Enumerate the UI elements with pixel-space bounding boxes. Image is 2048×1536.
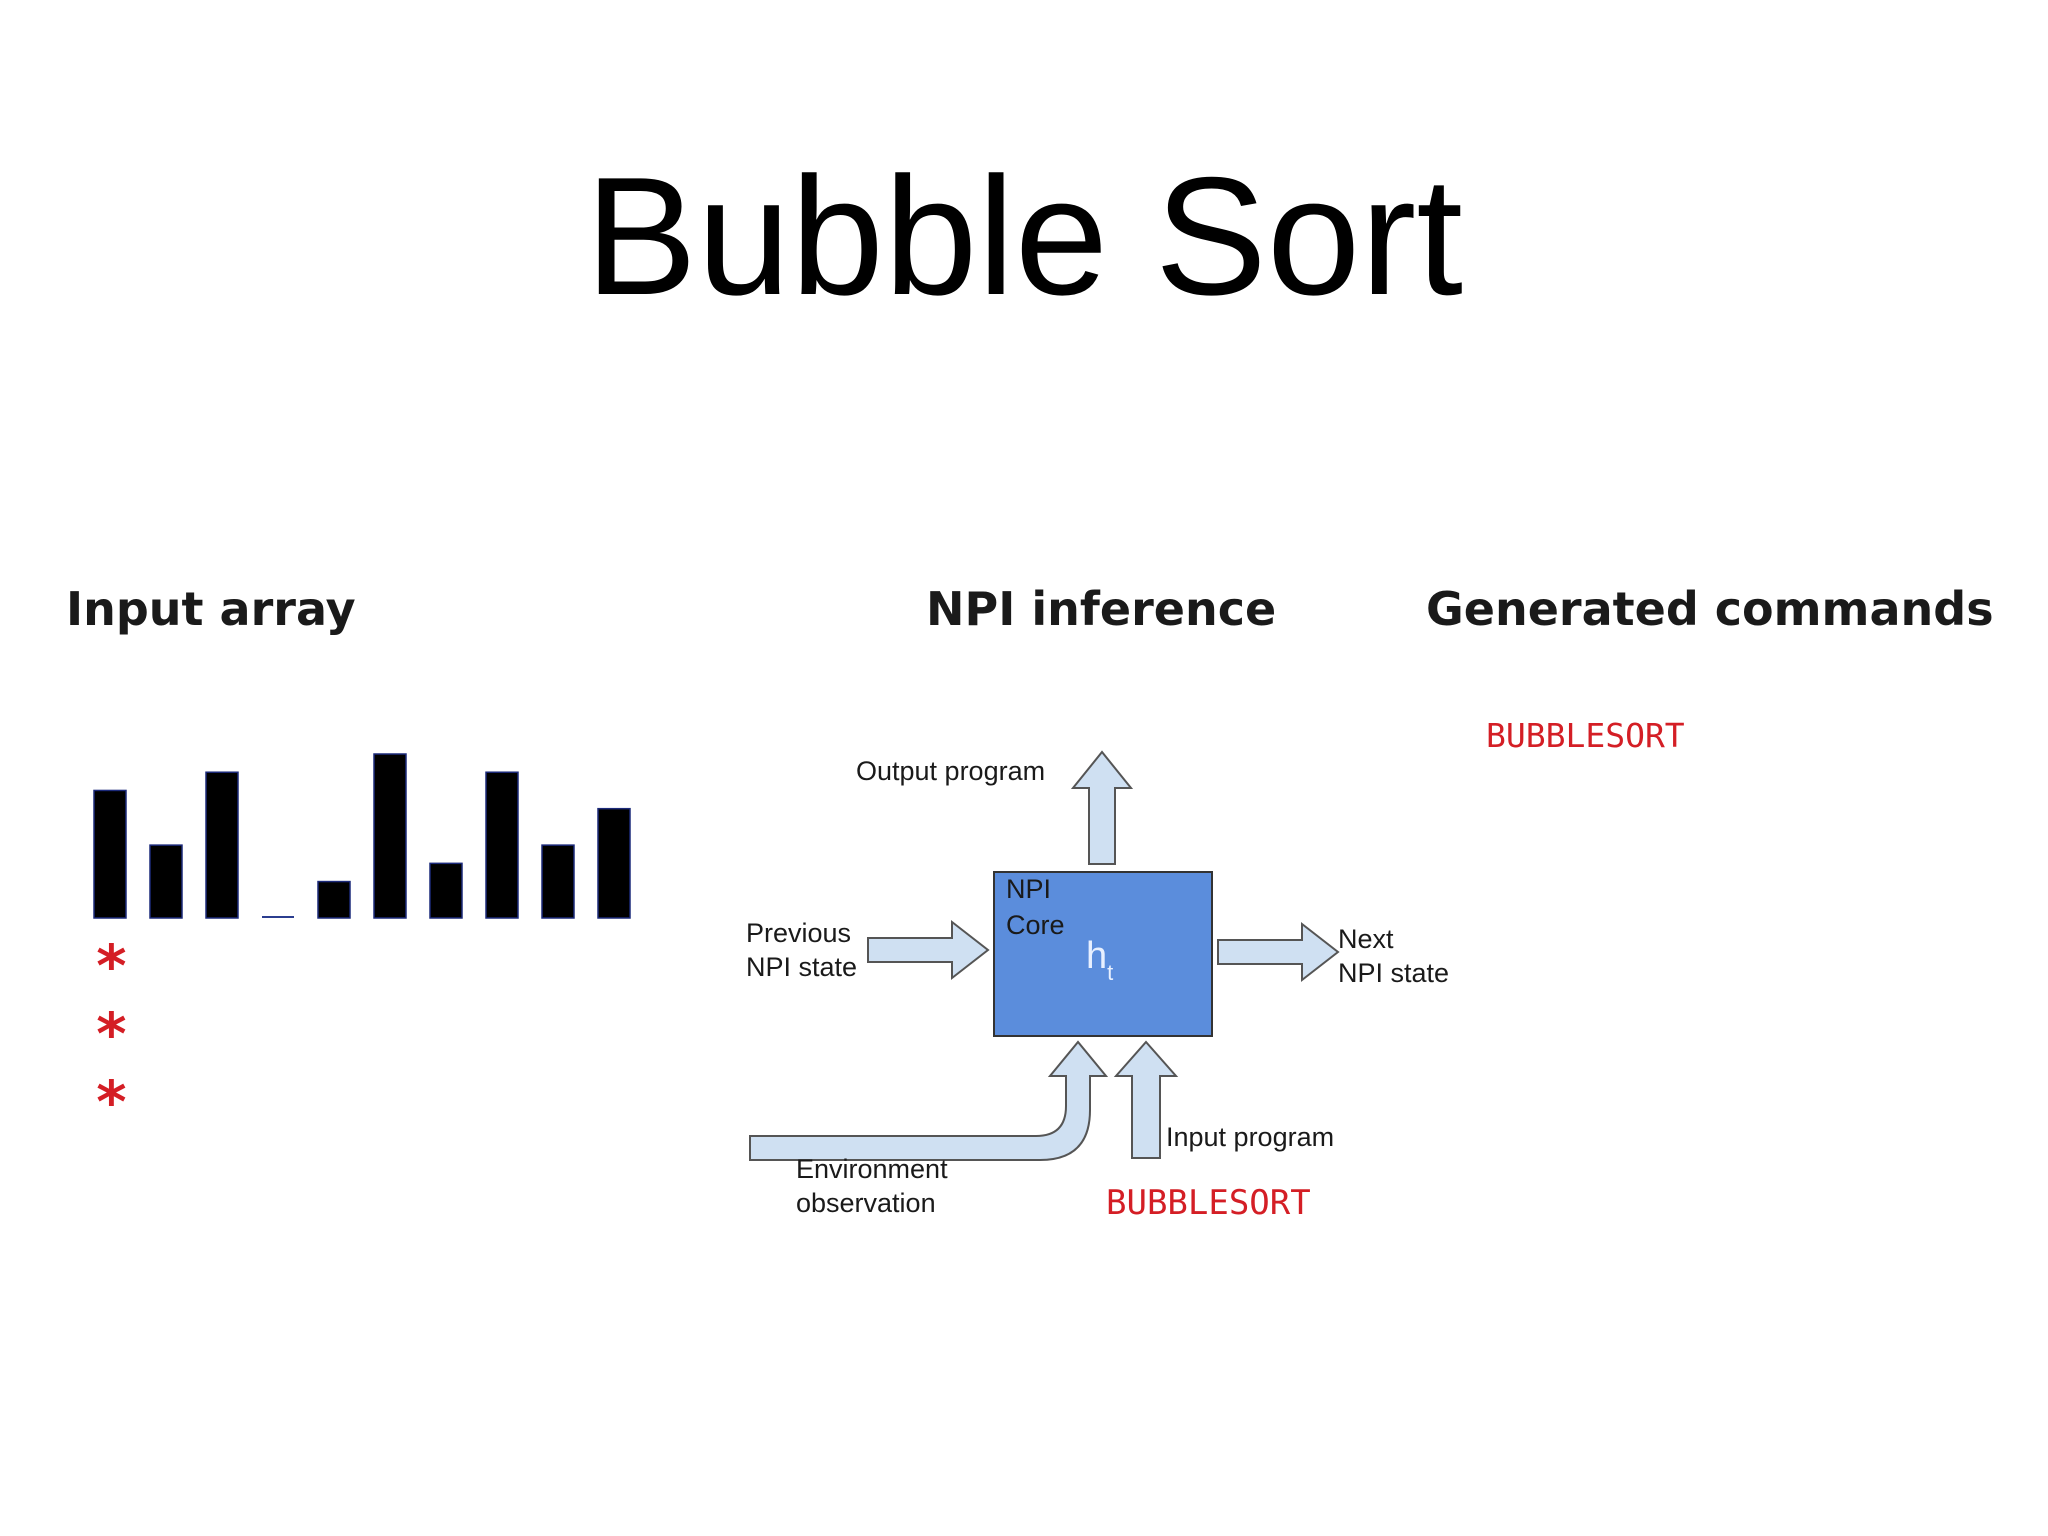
array-bar <box>149 844 183 919</box>
hidden-state-label: ht <box>1086 935 1113 985</box>
previous-state-arrow <box>867 919 990 981</box>
array-bar <box>262 916 294 918</box>
input-array-bars <box>93 753 631 919</box>
environment-arrow <box>749 1040 1109 1161</box>
array-bar <box>373 753 407 919</box>
input-program-arrow <box>1113 1040 1179 1159</box>
output-program-label: Output program <box>856 756 1045 786</box>
array-bar <box>93 789 127 919</box>
input-array-heading: Input array <box>66 582 356 636</box>
pointer-marker: * <box>94 932 129 1000</box>
array-bar <box>205 771 239 919</box>
environment-label-line1: Environment <box>796 1154 948 1184</box>
pointer-markers: * * * <box>94 932 129 1136</box>
generated-commands-heading: Generated commands <box>1426 582 1994 636</box>
previous-state-label-line2: NPI state <box>746 952 857 982</box>
slide-title: Bubble Sort <box>585 142 1463 330</box>
generated-command: BUBBLESORT <box>1486 716 1685 755</box>
pointer-marker: * <box>94 1068 129 1136</box>
array-bar <box>429 862 463 919</box>
next-state-arrow <box>1217 921 1340 983</box>
npi-core-label-line1: NPI <box>1006 874 1051 904</box>
npi-diagram: NPI Core ht Output program Previous NPI … <box>746 750 1449 1223</box>
npi-core-box <box>993 871 1213 1037</box>
input-program-value: BUBBLESORT <box>1106 1183 1311 1223</box>
environment-label-line2: observation <box>796 1188 936 1218</box>
previous-state-label-line1: Previous <box>746 918 851 948</box>
pointer-marker: * <box>94 1000 129 1068</box>
next-state-label-line2: NPI state <box>1338 958 1449 988</box>
next-state-label-line1: Next <box>1338 924 1394 954</box>
output-arrow <box>1070 750 1134 865</box>
array-bar <box>597 807 631 919</box>
npi-core-label-line2: Core <box>1006 910 1065 940</box>
npi-inference-heading: NPI inference <box>926 582 1277 636</box>
array-bar <box>485 771 519 919</box>
array-bar <box>317 880 351 919</box>
input-program-label: Input program <box>1166 1122 1334 1152</box>
array-bar <box>541 844 575 919</box>
